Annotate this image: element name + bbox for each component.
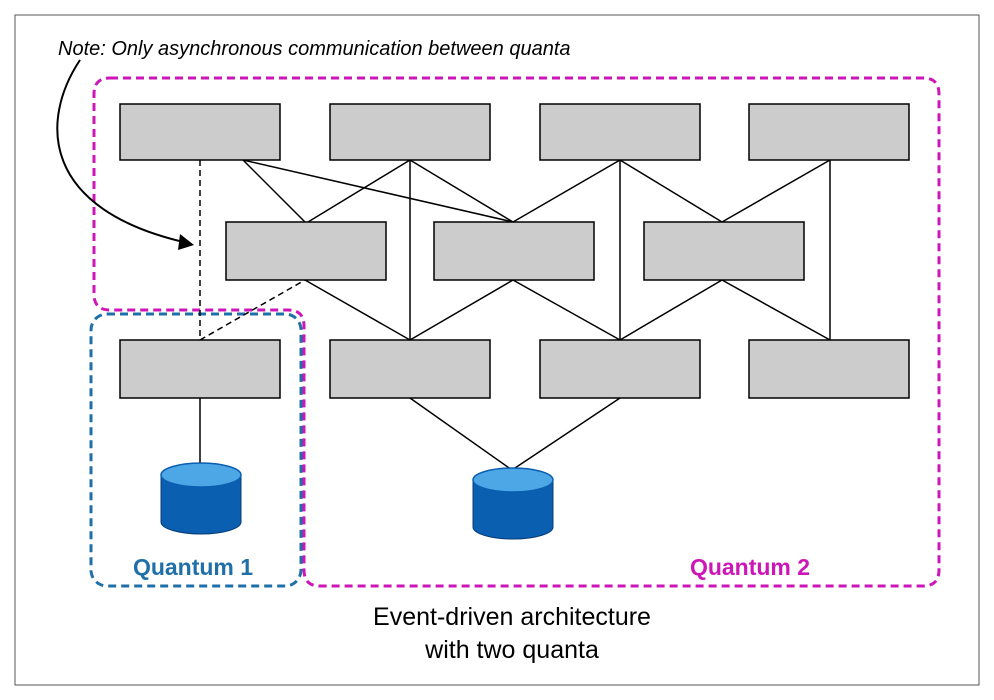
quantum-1-service-box xyxy=(119,339,281,399)
service-row-2 xyxy=(225,221,805,281)
link-r1b4-r2b3 xyxy=(721,159,831,223)
quantum-2-label: Quantum 2 xyxy=(690,554,810,580)
service-box xyxy=(748,339,910,399)
diagram-caption-line-2: with two quanta xyxy=(424,636,599,664)
service-box xyxy=(539,339,701,399)
link-r2b3-r3b3 xyxy=(619,279,723,341)
link-r2b2-r3b3 xyxy=(512,279,621,341)
async-link-diagonal xyxy=(199,279,306,341)
database-icon-quantum-2 xyxy=(472,467,554,540)
link-r1b3-r2b2 xyxy=(409,159,514,223)
quantum-2-boundary xyxy=(92,76,941,588)
service-row-1 xyxy=(119,103,910,161)
service-box xyxy=(329,103,491,161)
link-r2b3-r3b4 xyxy=(721,279,831,341)
link-r1b2-r2b2-b xyxy=(307,159,411,223)
link-r1b3-r2b3 xyxy=(512,159,621,223)
note-arrow xyxy=(56,59,194,250)
arrowhead-icon xyxy=(178,234,194,250)
service-box xyxy=(433,221,595,281)
link-r3b3-db xyxy=(511,397,621,471)
link-r1b2-r2b2 xyxy=(242,159,514,223)
link-r3b2-db xyxy=(409,397,513,471)
service-box xyxy=(748,103,910,161)
service-box xyxy=(643,221,805,281)
note-text: Note: Only asynchronous communication be… xyxy=(58,38,571,60)
service-box xyxy=(329,339,491,399)
link-r2b2-r3b2 xyxy=(409,279,514,341)
diagram-caption-line-1: Event-driven architecture xyxy=(373,603,651,631)
link-r1b2-r2b1 xyxy=(242,159,306,223)
async-links xyxy=(199,160,306,341)
quantum-1-label: Quantum 1 xyxy=(133,554,253,580)
service-box xyxy=(225,221,387,281)
service-box xyxy=(119,103,281,161)
link-r2b1-r3b2 xyxy=(304,279,411,341)
link-r1b3-r2b3b xyxy=(619,159,723,223)
connector-lines xyxy=(199,159,831,471)
database-icon-quantum-1 xyxy=(160,462,242,535)
service-box xyxy=(539,103,701,161)
service-row-3 xyxy=(119,339,910,399)
